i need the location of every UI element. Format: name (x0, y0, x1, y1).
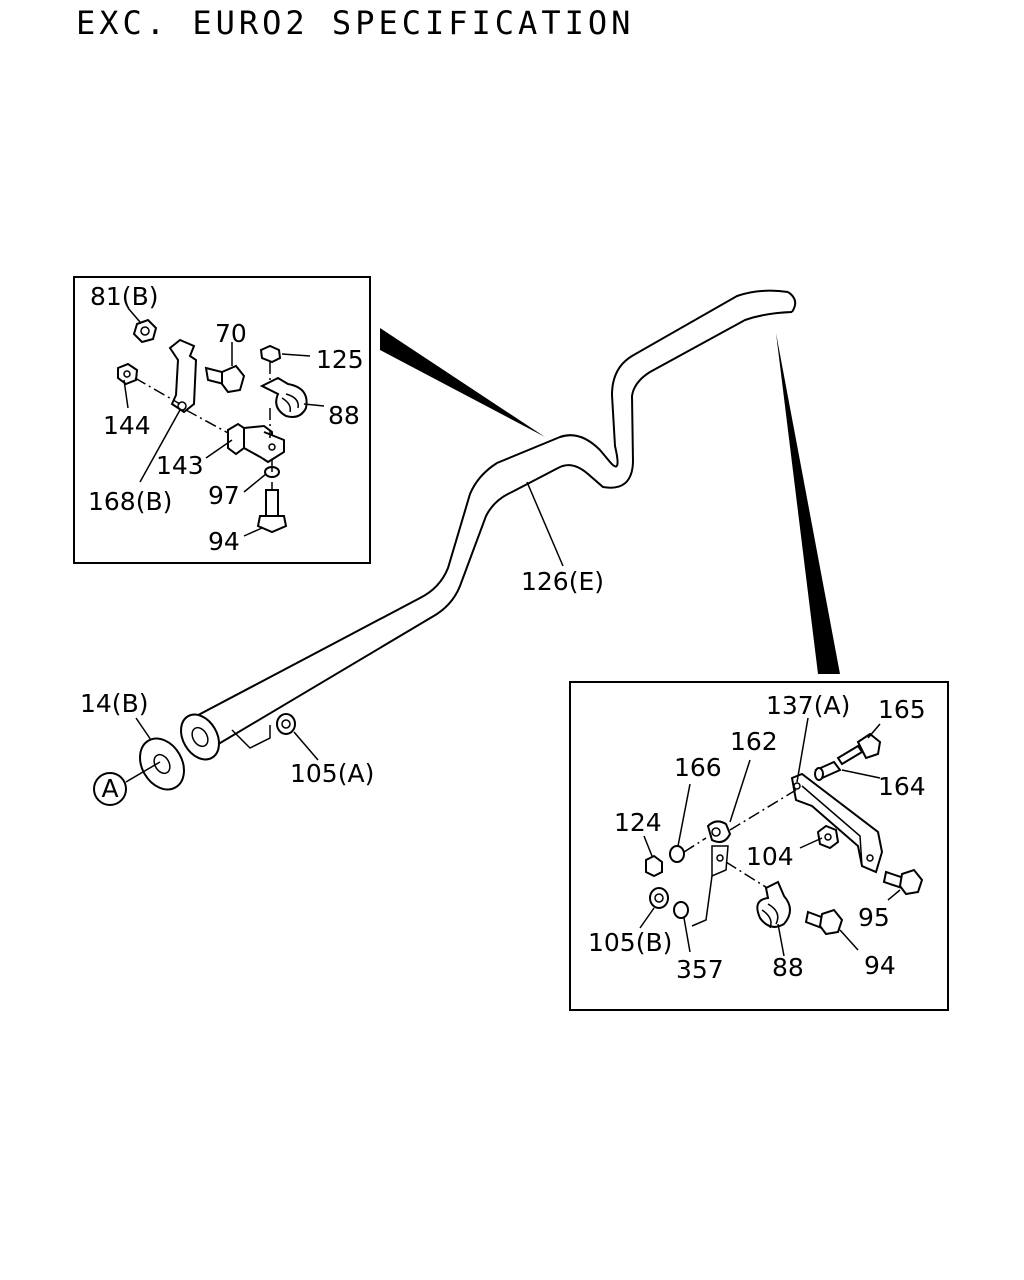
label-126e: 126(E) (521, 567, 604, 596)
label-94-left: 94 (208, 527, 240, 556)
label-94-right: 94 (864, 951, 896, 980)
label-70: 70 (215, 319, 247, 348)
inset-frame-left (73, 276, 371, 564)
nut-104 (816, 824, 840, 850)
label-164: 164 (878, 772, 926, 801)
insulator-143 (227, 422, 245, 456)
label-124: 124 (614, 808, 662, 837)
inset-right-parts (639, 717, 924, 957)
gasket-14b (139, 737, 185, 791)
label-162: 162 (730, 727, 778, 756)
label-14b: 14(B) (80, 689, 148, 718)
label-357: 357 (676, 955, 724, 984)
pointer-wedge-left (380, 328, 545, 437)
label-105a: 105(A) (290, 759, 374, 788)
bolt-165 (836, 744, 864, 766)
label-168b: 168(B) (88, 487, 172, 516)
pointer-wedge-right (776, 333, 840, 674)
nut-125 (259, 344, 282, 364)
washer-357 (673, 901, 689, 919)
washer-166 (669, 845, 685, 863)
label-166: 166 (674, 753, 722, 782)
label-88-right: 88 (772, 953, 804, 982)
nut-81b (132, 318, 158, 344)
label-144: 144 (103, 411, 151, 440)
diagram-title: EXC. EURO2 SPECIFICATION (76, 4, 634, 42)
bracket-137a (790, 772, 884, 874)
label-104: 104 (746, 842, 794, 871)
pipe-flange (180, 713, 220, 761)
label-165: 165 (878, 695, 926, 724)
rubber-mount-162 (706, 820, 732, 843)
label-143: 143 (156, 451, 204, 480)
nut-124 (645, 854, 663, 878)
exhaust-pipe-126e (180, 289, 797, 761)
reference-marker-a-label: A (101, 774, 118, 803)
label-81b: 81(B) (90, 282, 158, 311)
label-137a: 137(A) (766, 691, 850, 720)
bracket-168b (168, 338, 198, 414)
clamp-88 (259, 376, 308, 418)
label-125: 125 (316, 345, 364, 374)
bolt-94 (265, 489, 279, 517)
reference-marker-a (93, 772, 127, 806)
nut-144 (117, 362, 139, 386)
label-88-left: 88 (328, 401, 360, 430)
inset-left-parts (117, 307, 325, 537)
label-105b: 105(B) (588, 928, 672, 957)
bolt-70 (221, 364, 246, 394)
label-95: 95 (858, 903, 890, 932)
inset-frame-right (569, 681, 949, 1011)
label-97: 97 (208, 481, 240, 510)
clamp-88-right (756, 880, 791, 928)
nut-105b (649, 887, 669, 909)
nut-105a (276, 713, 296, 735)
